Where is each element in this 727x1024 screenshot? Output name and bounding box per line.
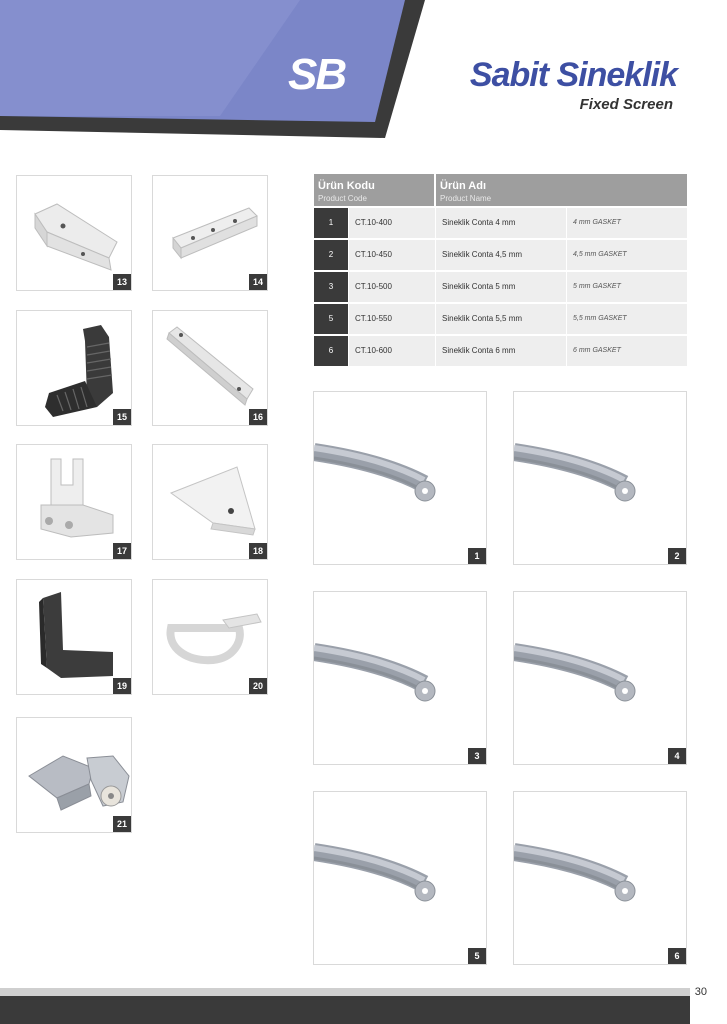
- product-name-en: 5 mm GASKET: [567, 272, 687, 302]
- product-code: CT.10-500: [349, 272, 435, 302]
- ribbed-corner-icon: [45, 325, 113, 417]
- gasket-tile-1[interactable]: 1: [313, 391, 487, 565]
- header-label-en: Product Code: [318, 194, 367, 203]
- part-number: 13: [113, 274, 131, 290]
- corner-connector-icon: [40, 458, 114, 538]
- header-label-en: Product Name: [440, 194, 492, 203]
- product-name: Sineklik Conta 5 mm: [436, 272, 566, 302]
- pull-handle-icon: [166, 613, 262, 665]
- header-band: [0, 0, 425, 138]
- part-tile-16[interactable]: 16: [152, 310, 268, 426]
- gasket-number: 1: [468, 548, 486, 564]
- gasket-number: 6: [668, 948, 686, 964]
- table-row: 2 CT.10-450 Sineklik Conta 4,5 mm 4,5 mm…: [314, 240, 687, 270]
- gasket-tile-3[interactable]: 3: [313, 591, 487, 765]
- table-row: 3 CT.10-500 Sineklik Conta 5 mm 5 mm GAS…: [314, 272, 687, 302]
- part-tile-14[interactable]: 14: [152, 175, 268, 291]
- gasket-tile-5[interactable]: 5: [313, 791, 487, 965]
- part-number: 21: [113, 816, 131, 832]
- table-row: 5 CT.10-550 Sineklik Conta 5,5 mm 5,5 mm…: [314, 304, 687, 334]
- product-code: CT.10-600: [349, 336, 435, 366]
- part-number: 18: [249, 543, 267, 559]
- mounting-rail-icon: [166, 326, 254, 406]
- product-name: Sineklik Conta 4 mm: [436, 208, 566, 238]
- gasket-profile-icon: [514, 843, 636, 902]
- part-tile-21[interactable]: 21: [16, 717, 132, 833]
- gasket-number: 5: [468, 948, 486, 964]
- corner-bracket-icon: [34, 203, 118, 271]
- table-header-name: Ürün Adı Product Name: [436, 174, 687, 206]
- gasket-profile-icon: [314, 843, 436, 902]
- table-row: 1 CT.10-400 Sineklik Conta 4 mm 4 mm GAS…: [314, 208, 687, 238]
- gasket-number: 4: [668, 748, 686, 764]
- row-index: 2: [314, 240, 348, 270]
- table-header-code: Ürün Kodu Product Code: [314, 174, 434, 206]
- gasket-tile-6[interactable]: 6: [513, 791, 687, 965]
- gasket-profile-icon: [514, 643, 636, 702]
- section-code: SB: [288, 50, 347, 99]
- part-number: 17: [113, 543, 131, 559]
- part-number: 14: [249, 274, 267, 290]
- page-number: 30: [694, 986, 707, 998]
- gasket-profile-icon: [514, 443, 636, 502]
- angle-strip-icon: [172, 207, 258, 260]
- footer-bar-light: [0, 988, 690, 996]
- part-tile-13[interactable]: 13: [16, 175, 132, 291]
- part-tile-20[interactable]: 20: [152, 579, 268, 695]
- part-number: 15: [113, 409, 131, 425]
- l-corner-icon: [39, 592, 113, 678]
- product-name-en: 4,5 mm GASKET: [567, 240, 687, 270]
- header-label-tr: Ürün Kodu: [318, 180, 375, 192]
- header-label-tr: Ürün Adı: [440, 180, 487, 192]
- part-tile-17[interactable]: 17: [16, 444, 132, 560]
- part-number: 16: [249, 409, 267, 425]
- roller-bracket-icon: [28, 755, 130, 811]
- gasket-profile-icon: [314, 443, 436, 502]
- product-name: Sineklik Conta 6 mm: [436, 336, 566, 366]
- product-name-en: 5,5 mm GASKET: [567, 304, 687, 334]
- table-row: 6 CT.10-600 Sineklik Conta 6 mm 6 mm GAS…: [314, 336, 687, 366]
- page-subtitle: Fixed Screen: [579, 96, 673, 113]
- page-title: Sabit Sineklik: [469, 56, 678, 94]
- part-tile-15[interactable]: 15: [16, 310, 132, 426]
- row-index: 6: [314, 336, 348, 366]
- gasket-tile-4[interactable]: 4: [513, 591, 687, 765]
- product-code: CT.10-550: [349, 304, 435, 334]
- gasket-tile-2[interactable]: 2: [513, 391, 687, 565]
- gasket-number: 2: [668, 548, 686, 564]
- gasket-number: 3: [468, 748, 486, 764]
- part-number: 19: [113, 678, 131, 694]
- part-tile-18[interactable]: 18: [152, 444, 268, 560]
- product-name: Sineklik Conta 4,5 mm: [436, 240, 566, 270]
- product-code: CT.10-450: [349, 240, 435, 270]
- row-index: 5: [314, 304, 348, 334]
- row-index: 3: [314, 272, 348, 302]
- product-name-en: 6 mm GASKET: [567, 336, 687, 366]
- product-name: Sineklik Conta 5,5 mm: [436, 304, 566, 334]
- gasket-profile-icon: [314, 643, 436, 702]
- part-tile-19[interactable]: 19: [16, 579, 132, 695]
- part-number: 20: [249, 678, 267, 694]
- product-code: CT.10-400: [349, 208, 435, 238]
- footer-bar-dark: [0, 996, 690, 1024]
- product-name-en: 4 mm GASKET: [567, 208, 687, 238]
- row-index: 1: [314, 208, 348, 238]
- wedge-bracket-icon: [169, 466, 256, 536]
